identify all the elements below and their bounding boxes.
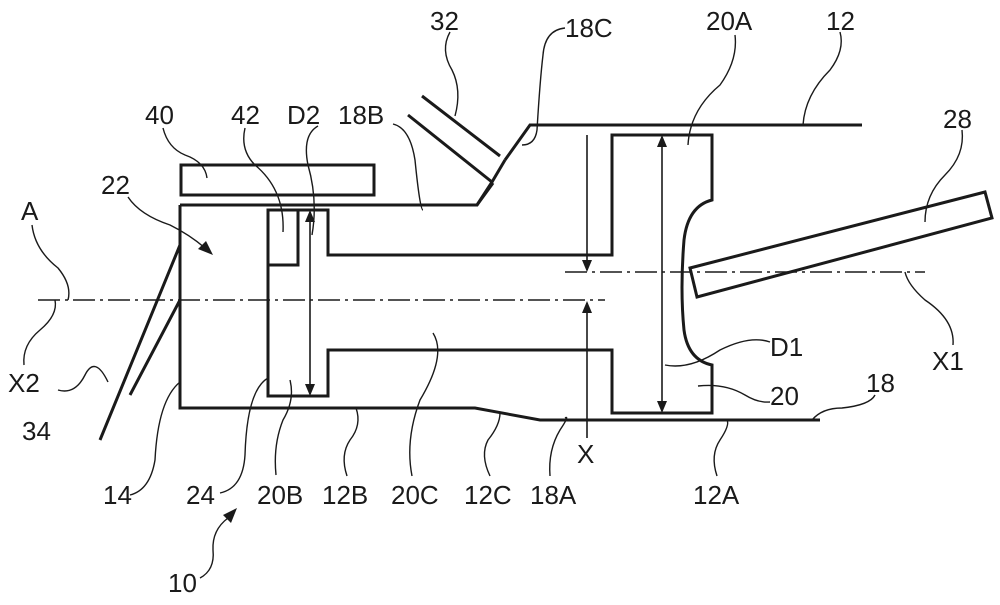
label-D1: D1 (770, 332, 803, 362)
leader-X2 (23, 299, 57, 366)
label-18C: 18C (565, 13, 613, 43)
label-18B: 18B (338, 100, 384, 130)
housing-upper-contour (180, 181, 494, 207)
label-24: 24 (186, 480, 215, 510)
arrowhead (223, 508, 237, 523)
leader-20C (409, 332, 439, 477)
label-12C: 12C (464, 480, 512, 510)
label-34: 34 (22, 416, 51, 446)
leader-12B (343, 407, 359, 477)
label-18A: 18A (530, 480, 577, 510)
leader-20A (687, 34, 737, 146)
label-28: 28 (943, 104, 972, 134)
label-D2: D2 (287, 100, 320, 130)
label-14: 14 (103, 480, 132, 510)
arrowhead (657, 401, 667, 413)
leader-14 (129, 381, 181, 496)
arrowhead (198, 241, 213, 255)
label-X2: X2 (8, 368, 40, 398)
label-20B: 20B (257, 480, 303, 510)
leader-D2 (305, 125, 319, 236)
label-X1: X1 (932, 346, 964, 376)
leader-A (31, 224, 70, 301)
leader-28 (924, 129, 964, 223)
arrowhead (305, 384, 315, 396)
label-12B: 12B (322, 480, 368, 510)
label-42: 42 (231, 100, 260, 130)
leader-X1 (904, 271, 954, 346)
label-A: A (21, 196, 39, 226)
leader-18C (521, 27, 566, 146)
leader-12A (713, 419, 729, 477)
leader-32 (444, 31, 459, 117)
housing-outline (178, 205, 820, 422)
leader-24 (219, 377, 269, 494)
leader-42 (243, 127, 284, 233)
label-20A: 20A (706, 6, 753, 36)
arrow-10 (199, 517, 229, 579)
label-20C: 20C (391, 480, 439, 510)
label-10: 10 (168, 568, 197, 598)
leader-20 (697, 384, 771, 403)
arrowhead (657, 135, 667, 147)
arm-28 (688, 190, 994, 299)
piston-20 (266, 133, 714, 415)
leader-34 (57, 365, 109, 392)
leader-18B (392, 123, 424, 211)
label-12A: 12A (693, 480, 740, 510)
label-22: 22 (101, 170, 130, 200)
leader-18A (549, 416, 568, 477)
arrowhead (305, 210, 315, 222)
label-32: 32 (430, 6, 459, 36)
label-18: 18 (866, 368, 895, 398)
arrowhead (582, 260, 592, 272)
element-42 (266, 208, 300, 267)
label-40: 40 (145, 100, 174, 130)
leader-D1 (664, 339, 771, 367)
label-12: 12 (826, 6, 855, 36)
leader-40 (162, 127, 208, 179)
element-40 (179, 163, 376, 197)
nozzle-32 (407, 94, 507, 185)
leader-20B (274, 379, 293, 476)
housing-top-wall (503, 123, 862, 161)
arrowhead (582, 301, 592, 313)
label-20: 20 (770, 381, 799, 411)
label-X: X (577, 439, 594, 469)
leader-18 (811, 394, 876, 421)
leader-12C (483, 412, 501, 477)
leader-12 (802, 31, 842, 126)
flap-34 (98, 244, 182, 441)
arrow-22 (127, 196, 206, 249)
